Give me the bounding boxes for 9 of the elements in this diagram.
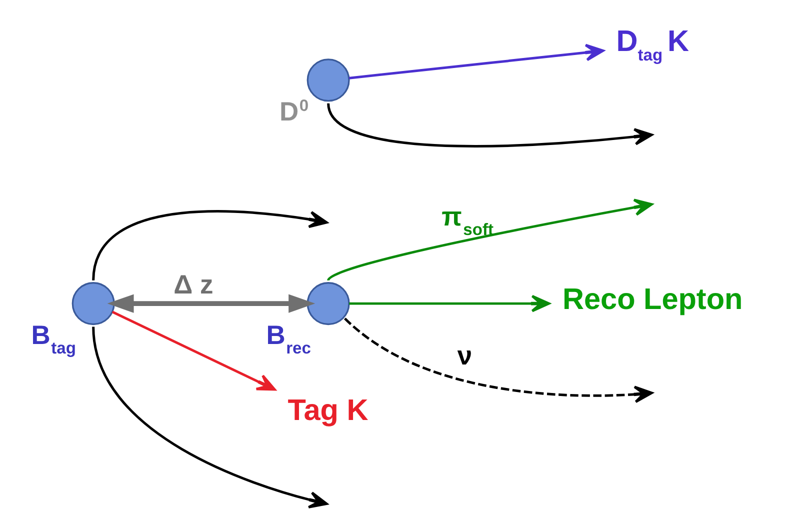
- node-label: B$_{rec}$: [266, 319, 311, 357]
- edge-label: ν: [457, 340, 472, 370]
- edge-label: π$_{soft}$: [442, 200, 494, 238]
- node-label: B$_{tag}$: [31, 319, 76, 357]
- node-text: D$_{tag}$ K: [616, 24, 690, 64]
- node-label: D$^{0}$: [279, 95, 309, 126]
- node-text: Reco Lepton: [562, 282, 743, 316]
- edge-label: Δ z: [174, 268, 214, 299]
- node-text: Tag K: [288, 394, 368, 427]
